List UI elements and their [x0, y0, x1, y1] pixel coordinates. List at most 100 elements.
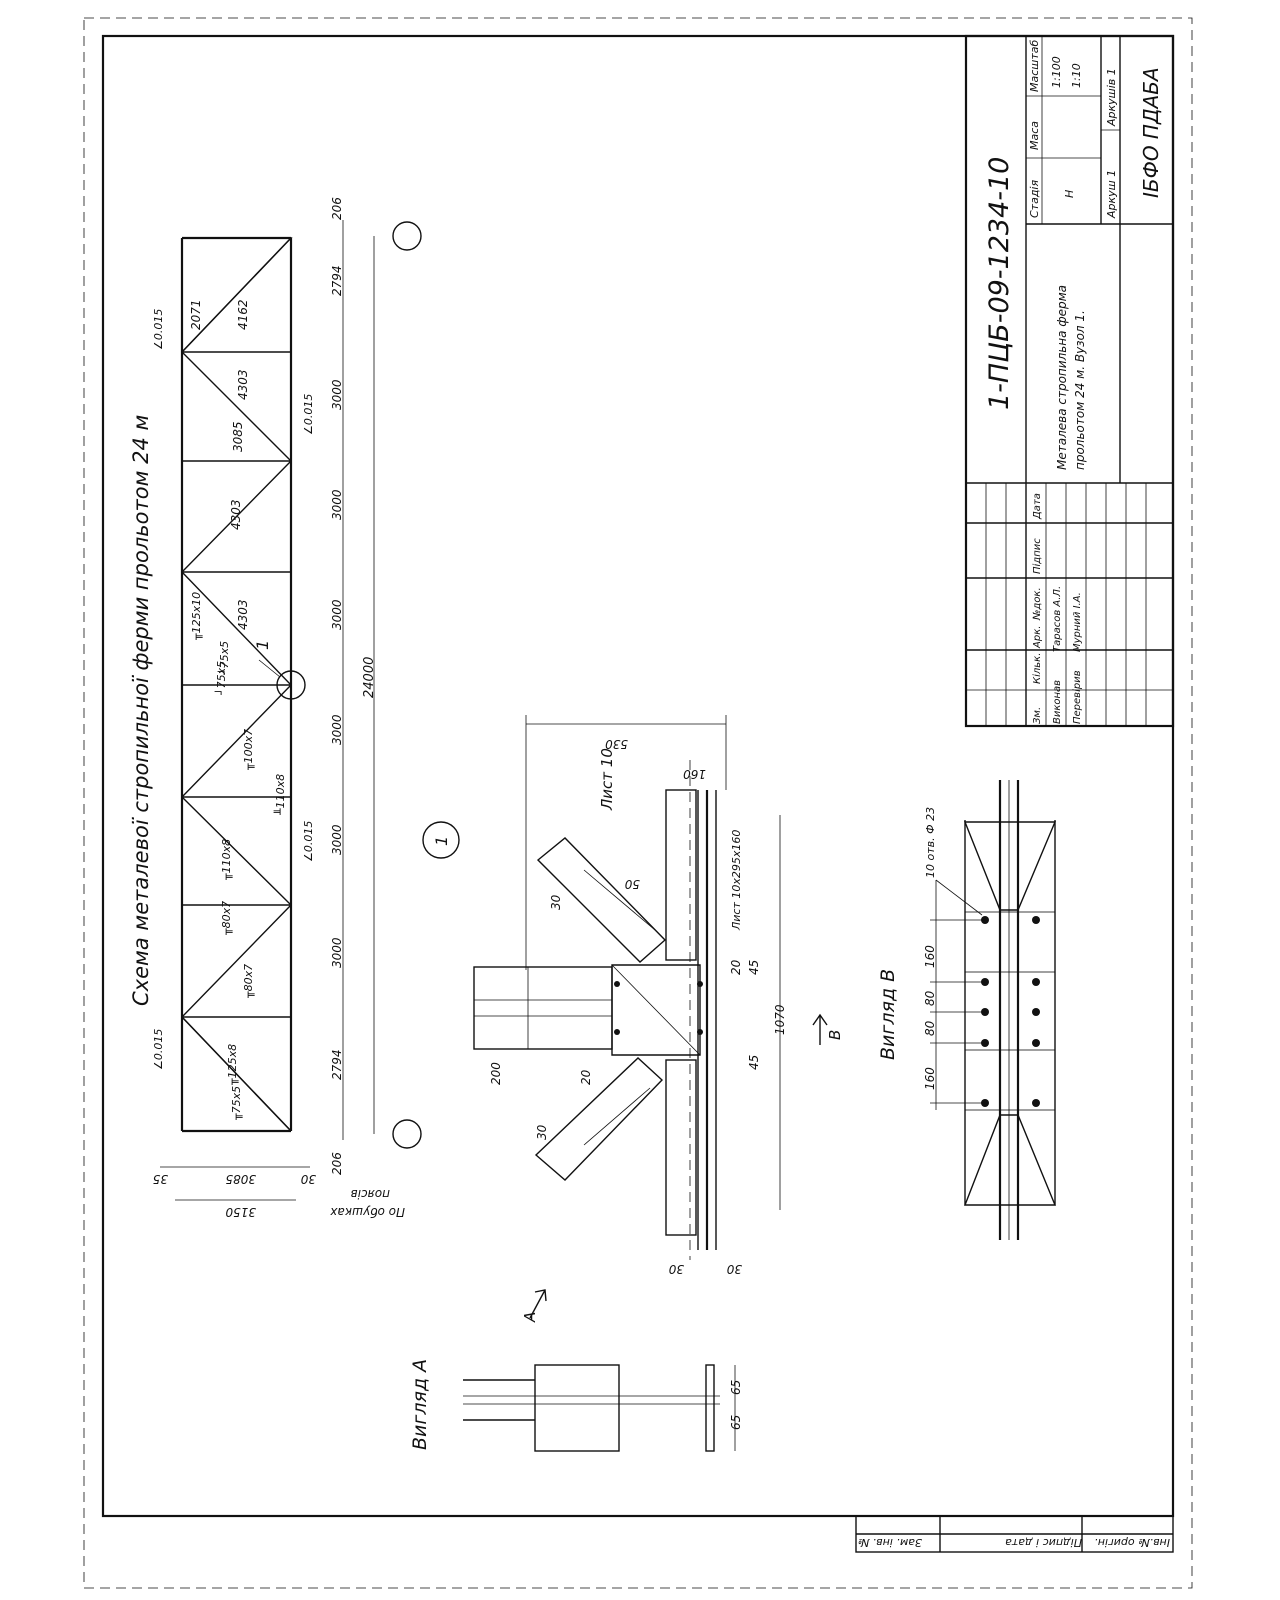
- view-b: Вигляд В 10 отв. Ф 23 160 80 80 160: [877, 780, 1057, 1240]
- view-b-holes: 10 отв. Ф 23: [924, 807, 937, 878]
- stamp-label-inventory: Інв.№ оригін.: [1094, 1536, 1170, 1549]
- view-a-dim-2: 65: [729, 1415, 743, 1430]
- support-left-icon: [392, 221, 422, 251]
- height-note-line-2: поясів: [351, 1187, 390, 1201]
- node-1-marker: [276, 670, 306, 700]
- panel-dim-6: 3000: [330, 824, 344, 855]
- slope-label-2: ∠0.015: [302, 394, 315, 435]
- detail-dim-200: 200: [489, 1062, 503, 1085]
- view-b-dim-1: 160: [923, 945, 937, 968]
- panel-dim-3: 3000: [330, 489, 344, 520]
- member-length-4: 3085: [231, 421, 245, 452]
- slope-label-3: ∠0.015: [302, 821, 315, 862]
- node-detail-callout: 1: [432, 836, 451, 846]
- section-6: ╥110x8: [220, 839, 233, 881]
- name-checked: Мурний І.А.: [1072, 592, 1083, 652]
- detail-dim-530: 530: [605, 737, 628, 751]
- slope-label-1: ∠0.015: [152, 309, 165, 350]
- detail-dim-20b: 20: [579, 1069, 593, 1085]
- sig-header-signature: Підпис: [1031, 538, 1043, 574]
- view-b-marker: B: [826, 1030, 844, 1040]
- view-b-dim-4: 160: [923, 1067, 937, 1090]
- truss-title: Схема металевої стропильної ферми прольо…: [129, 415, 153, 1006]
- sheet-number: Аркуш 1: [1105, 170, 1118, 219]
- doc-code: 1-ПЦБ-09-1234-10: [984, 157, 1015, 410]
- section-2: ┘75x5: [214, 661, 228, 695]
- panel-dim-5: 3000: [330, 714, 344, 745]
- scale-value-1: 1:100: [1050, 56, 1063, 88]
- truss-scheme: Схема металевої стропильної ферми прольо…: [129, 197, 422, 1219]
- detail-dim-45b: 45: [747, 1055, 761, 1070]
- node-detail: 1 530 160 50 30 20: [422, 715, 844, 1323]
- description-line-1: Металева стропильна ферма: [1055, 285, 1069, 470]
- height-note-line-1: По обушках: [329, 1205, 405, 1219]
- scale-value-2: 1:10: [1070, 63, 1083, 88]
- member-length-5: 4303: [229, 499, 243, 530]
- panel-dim-8: 2794: [330, 1049, 344, 1080]
- panel-dim-4: 3000: [330, 599, 344, 630]
- detail-dim-30a: 30: [549, 894, 563, 910]
- span-total: 24000: [362, 657, 377, 698]
- stage-value: Н: [1063, 190, 1076, 198]
- detail-dim-20a: 20: [729, 959, 743, 975]
- title-block: 1-ПЦБ-09-1234-10 Металева стропильна фер…: [964, 34, 1175, 728]
- stage-header: Стадія: [1028, 180, 1041, 218]
- end-dim-left: 206: [330, 197, 344, 220]
- view-a-marker: A: [521, 1312, 539, 1323]
- member-length-1: 2071: [189, 299, 203, 330]
- section-10: ╥75x5: [230, 1086, 243, 1121]
- panel-dim-1: 2794: [330, 265, 344, 296]
- view-b-dim-3: 80: [923, 1020, 937, 1036]
- scale-header: Масштаб: [1028, 40, 1041, 92]
- detail-dim-45a: 45: [747, 960, 761, 975]
- detail-dim-50: 50: [624, 877, 640, 891]
- slope-label-4: ∠0.015: [152, 1029, 165, 1070]
- section-7: ╥80x7: [220, 901, 233, 936]
- name-performed: Тарасов А.Л.: [1052, 586, 1063, 652]
- sheets-count: Аркушів 1: [1105, 68, 1118, 127]
- detail-dim-160: 160: [683, 767, 706, 781]
- sig-header-sheet: Арк.: [1032, 626, 1043, 649]
- sig-header-doc: №док.: [1032, 587, 1043, 621]
- section-8: ╥80x7: [242, 964, 255, 999]
- height-dim-bottom: 30: [300, 1172, 316, 1186]
- panel-dim-7: 3000: [330, 937, 344, 968]
- view-a-dim-1: 65: [729, 1380, 743, 1395]
- detail-dim-1070: 1070: [773, 1004, 787, 1035]
- section-9: ╥125x8: [226, 1044, 239, 1086]
- mass-header: Маса: [1028, 121, 1041, 150]
- stamp-label-signature: Підпис і дата: [1005, 1536, 1082, 1549]
- view-a-title: Вигляд А: [409, 1359, 431, 1450]
- section-4: ╥100x7: [242, 729, 255, 771]
- end-dim-right: 206: [330, 1152, 344, 1175]
- sheet-frame: [101, 34, 1175, 1518]
- role-performed: Виконав: [1052, 680, 1063, 724]
- member-length-3: 4303: [236, 369, 250, 400]
- detail-dim-30c: 30: [668, 1262, 684, 1276]
- height-dim-top: 35: [153, 1172, 168, 1186]
- sig-header-change: Зм.: [1032, 707, 1043, 724]
- description-line-2: прольотом 24 м. Вузол 1.: [1073, 310, 1087, 470]
- view-b-title: Вигляд В: [877, 969, 899, 1060]
- section-3: ┘75x5: [217, 641, 231, 675]
- sheet-trim-border: [83, 17, 1193, 1589]
- stamp-label-replace: Зам. інв. №: [858, 1536, 922, 1549]
- sheet-10-label: Лист 10: [598, 748, 616, 811]
- height-total: 3150: [225, 1205, 256, 1219]
- support-right-icon: [392, 1119, 422, 1149]
- sig-header-date: Дата: [1032, 493, 1043, 520]
- height-dim-mid: 3085: [225, 1172, 256, 1186]
- member-length-2: 4162: [236, 299, 250, 330]
- detail-dim-30b: 30: [535, 1124, 549, 1140]
- member-length-6: 4303: [236, 599, 250, 630]
- view-b-dim-2: 80: [923, 990, 937, 1006]
- section-5: ╨110x8: [273, 774, 287, 816]
- section-1: ╥125x10: [190, 592, 203, 641]
- sig-header-qty: Кільк.: [1031, 653, 1043, 684]
- role-checked: Перевірив: [1071, 670, 1083, 724]
- node-marker-label: 1: [253, 640, 272, 650]
- organization: ІБФО ПДАБА: [1139, 67, 1163, 198]
- panel-dim-2: 3000: [330, 379, 344, 410]
- side-stamp: Зам. інв. № Підпис і дата Інв.№ оригін.: [855, 1515, 1174, 1553]
